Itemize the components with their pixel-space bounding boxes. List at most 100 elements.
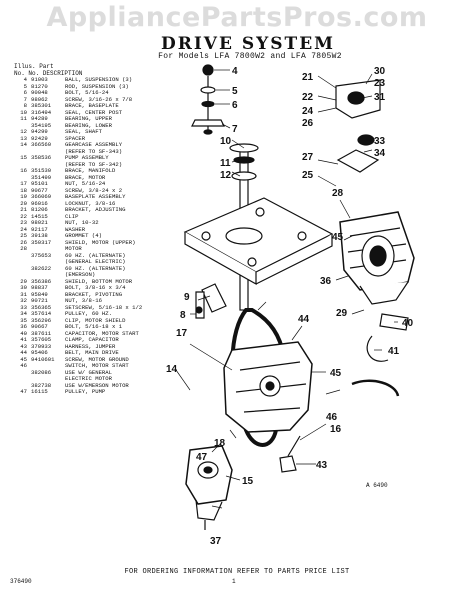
part-description: SEAL, SHAFT xyxy=(65,129,102,135)
callout-21: 21 xyxy=(302,72,314,83)
part-description: BRACE, MANIFOLD xyxy=(65,168,116,174)
part-description: GEARCASE ASSEMBLY xyxy=(65,142,123,148)
part-number: 356365 xyxy=(31,303,52,311)
part-description: SETSCREW, 5/16-18 x 1/2 xyxy=(65,304,143,311)
part-number: 91003 xyxy=(31,76,48,83)
part-description: BELT, MAIN DRIVE xyxy=(65,350,119,356)
part-number: 81270 xyxy=(31,82,48,90)
parts-row: (EMERSON) xyxy=(14,272,179,279)
callout-14: 14 xyxy=(166,364,178,375)
callout-16: 16 xyxy=(330,424,342,435)
part-number: 387611 xyxy=(31,329,52,337)
part-illus-number: 4 xyxy=(23,76,27,83)
callout-5: 5 xyxy=(232,86,238,97)
callout-26: 26 xyxy=(302,118,314,129)
part-description: HARNESS, JUMPER xyxy=(65,343,116,350)
part-illus-number: 18 xyxy=(20,186,27,194)
callout-29: 29 xyxy=(336,308,348,319)
part-number: 357614 xyxy=(31,310,52,317)
callout-31: 31 xyxy=(374,92,386,103)
callout-24: 24 xyxy=(302,106,314,117)
part-illus-number: 29 xyxy=(20,277,27,285)
part-description: SCREW, 3/16-26 x 7/8 xyxy=(65,96,133,103)
part-illus-number: 46 xyxy=(20,362,27,369)
part-description: BRACE, MOTOR xyxy=(65,174,106,181)
part-description: SCREW, MOTOR GROUND xyxy=(65,356,129,363)
callout-27: 27 xyxy=(302,152,314,163)
part-number: 356386 xyxy=(31,277,52,285)
footer-note: FOR ORDERING INFORMATION REFER TO PARTS … xyxy=(124,568,350,576)
part-illus-number: 17 xyxy=(20,180,27,187)
part-description: BOLT, 5/16-18 x 1 xyxy=(65,324,123,330)
part-description: CLAMP, CAPACITOR xyxy=(65,337,119,343)
callout-33: 33 xyxy=(374,136,386,147)
part-illus-number: 10 xyxy=(20,108,27,116)
part-description: PUMP ASSEMBLY xyxy=(65,155,109,161)
part-description: (REFER TO SF-342) xyxy=(65,161,123,168)
part-number: 351499 xyxy=(31,173,52,181)
part-number: 81206 xyxy=(31,206,48,213)
parts-header-line2: No. No. DESCRIPTION xyxy=(14,70,83,77)
part-number: 92117 xyxy=(31,225,48,233)
part-description: USE W/ GENERAL xyxy=(65,369,112,376)
part-description: BEARING, LOWER xyxy=(65,122,112,129)
callout-6: 6 xyxy=(232,100,238,111)
callout-46: 46 xyxy=(326,412,338,423)
part-number: 354195 xyxy=(31,121,52,129)
callout-45a: 45 xyxy=(332,232,344,243)
callout-17: 17 xyxy=(176,328,188,339)
callout-30: 30 xyxy=(374,66,386,77)
part-number: 95406 xyxy=(31,349,48,356)
callout-12: 12 xyxy=(220,170,232,181)
parts-list-header: Illus. Part No. No. DESCRIPTION xyxy=(14,63,179,77)
parts-header-line1: Illus. Part xyxy=(14,63,54,70)
part-description: SHIELD, MOTOR (UPPER) xyxy=(65,239,136,246)
callout-45b: 45 xyxy=(330,368,342,379)
watermark: AppliancePartsPros.com xyxy=(46,2,428,33)
part-illus-number: 26 xyxy=(20,238,27,246)
part-description: SEAL, CENTER POST xyxy=(65,109,123,116)
part-illus-number: 25 xyxy=(20,232,27,239)
part-number: 382738 xyxy=(31,381,52,389)
callout-7: 7 xyxy=(232,124,238,135)
page-title: DRIVE SYSTEM xyxy=(160,34,335,54)
part-number: 366069 xyxy=(31,193,52,200)
callout-34: 34 xyxy=(374,148,386,159)
part-illus-number: 20 xyxy=(20,199,27,207)
part-illus-number: 12 xyxy=(20,128,27,135)
callout-9: 9 xyxy=(184,292,190,303)
harness-drawing xyxy=(351,379,400,397)
part-number: 382622 xyxy=(31,264,52,272)
part-description: BASEPLATE ASSEMBLY xyxy=(65,194,126,200)
callout-37: 37 xyxy=(210,536,222,547)
callout-47: 47 xyxy=(196,452,208,463)
part-illus-number: 40 xyxy=(20,329,27,337)
part-illus-number: 21 xyxy=(20,206,27,213)
part-illus-number: 36 xyxy=(20,323,27,330)
part-illus-number: 35 xyxy=(20,316,27,324)
part-description: BOLT, 3/8-16 x 3/4 xyxy=(65,285,126,291)
callout-44: 44 xyxy=(298,314,310,325)
